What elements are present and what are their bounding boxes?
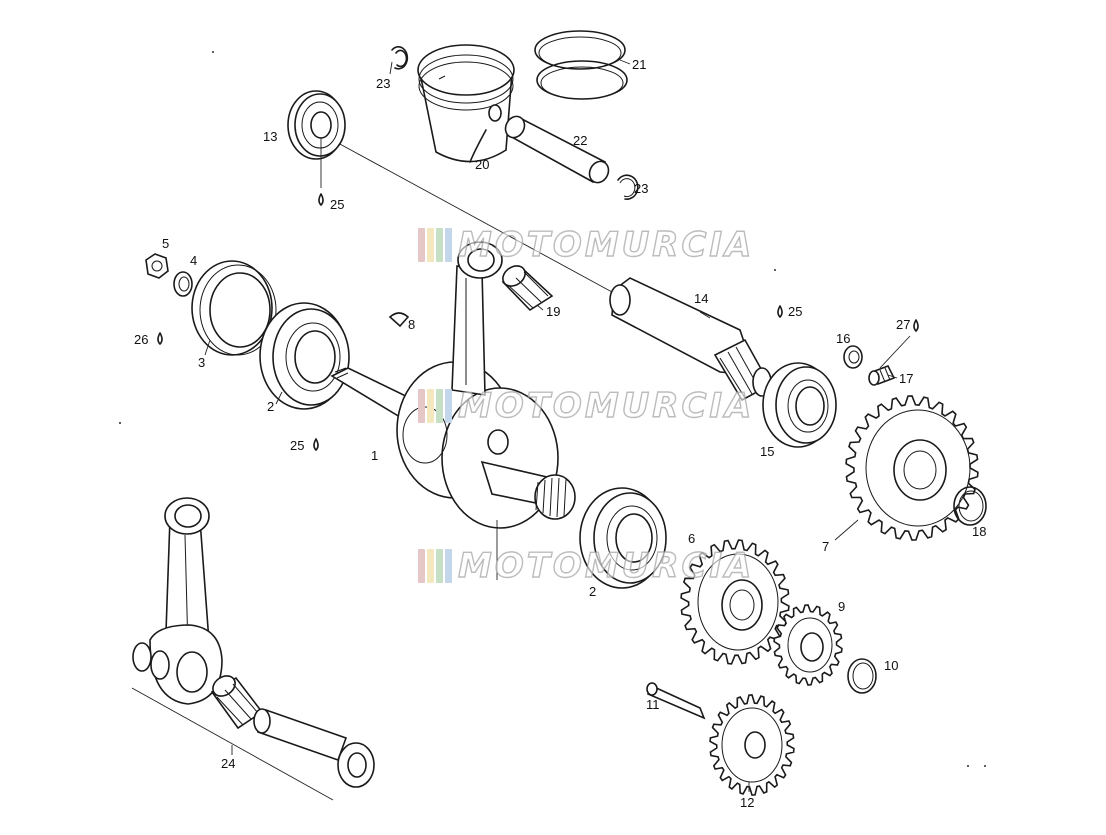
part-19-needle-bearing — [501, 265, 554, 312]
callout-22: 22 — [573, 133, 588, 148]
part-23-circlip-right — [617, 174, 639, 200]
oil-drop-icon — [157, 332, 163, 345]
part-21-piston-rings — [534, 30, 631, 100]
callout-8: 8 — [408, 317, 416, 332]
part-3-seal — [191, 260, 277, 356]
watermark-text: MOTOMURCIA — [457, 224, 755, 265]
part-12-gear — [709, 694, 795, 796]
part-9-small-gear — [773, 604, 843, 686]
part-16-washer — [843, 345, 863, 369]
oil-drop-icon — [313, 438, 319, 451]
part-24-connecting-rod-kit — [131, 497, 375, 801]
part-18-circlip — [953, 486, 987, 526]
part-8-key — [388, 312, 410, 328]
callout-24: 24 — [221, 756, 236, 771]
part-14-shaft — [609, 277, 772, 402]
oil-drop-icon — [913, 319, 919, 332]
watermark-text: MOTOMURCIA — [457, 385, 755, 426]
callout-7: 7 — [822, 539, 830, 554]
watermark-text: MOTOMURCIA — [457, 545, 755, 586]
part-1-crankshaft — [330, 361, 576, 580]
callout-2: 2 — [589, 584, 597, 599]
callout-25: 25 — [330, 197, 345, 212]
assembly-line — [337, 142, 613, 293]
part-connecting-rod-upper — [451, 241, 503, 396]
part-7-large-gear — [834, 395, 979, 541]
part-11-pin — [646, 682, 706, 720]
watermark-stripes — [418, 389, 454, 423]
callout-20: 20 — [475, 157, 490, 172]
callout-17: 17 — [899, 371, 914, 386]
callout-21: 21 — [632, 57, 647, 72]
part-2-bearing-left — [259, 302, 350, 410]
callout-23: 23 — [376, 76, 391, 91]
callout-1: 1 — [371, 448, 379, 463]
callout-6: 6 — [688, 531, 696, 546]
callout-10: 10 — [884, 658, 899, 673]
callout-14: 14 — [694, 291, 709, 306]
callout-19: 19 — [546, 304, 561, 319]
part-17-screw — [868, 335, 911, 386]
callout-27: 27 — [896, 317, 911, 332]
callout-23: 23 — [634, 181, 649, 196]
part-4-washer — [173, 271, 193, 297]
callout-3: 3 — [198, 355, 206, 370]
callout-26: 26 — [134, 332, 149, 347]
oil-drop-icon — [318, 193, 324, 206]
callout-25: 25 — [290, 438, 305, 453]
watermark-logo: MOTOMURCIA — [418, 224, 755, 266]
part-22-piston-pin — [504, 115, 610, 184]
part-2-bearing-right — [579, 487, 667, 589]
oil-drop-icon — [777, 305, 783, 318]
callout-2: 2 — [267, 399, 275, 414]
part-13-bearing — [287, 90, 346, 188]
callout-16: 16 — [836, 331, 851, 346]
part-10-circlip — [847, 658, 877, 694]
callout-25: 25 — [788, 304, 803, 319]
callout-11: 11 — [646, 697, 660, 712]
callout-13: 13 — [263, 129, 278, 144]
part-15-bearing-right — [762, 362, 837, 448]
callout-5: 5 — [162, 236, 170, 251]
watermark-logo: MOTOMURCIA — [418, 385, 755, 427]
callout-9: 9 — [838, 599, 846, 614]
watermark-stripes — [418, 228, 454, 262]
part-20-piston — [417, 44, 515, 163]
callout-12: 12 — [740, 795, 755, 810]
part-23-circlip-top — [389, 46, 409, 75]
watermark-stripes — [418, 549, 454, 583]
part-6-gear — [680, 539, 790, 665]
watermark-logo: MOTOMURCIA — [418, 545, 755, 587]
callout-4: 4 — [190, 253, 198, 268]
callout-15: 15 — [760, 444, 775, 459]
callout-18: 18 — [972, 524, 987, 539]
part-5-nut — [145, 253, 169, 279]
